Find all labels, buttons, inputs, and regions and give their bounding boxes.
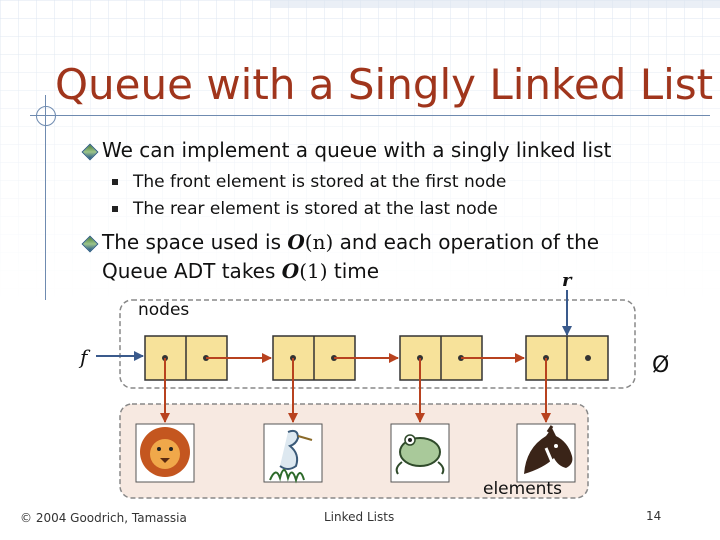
frog-icon bbox=[390, 423, 450, 483]
bullet-1-sub-2: The rear element is stored at the last n… bbox=[133, 199, 498, 219]
big-o-1: O(1) bbox=[281, 259, 328, 283]
left-rule bbox=[45, 95, 46, 300]
horse-icon bbox=[516, 423, 576, 483]
bullet-2-line-1: The space used is O(n) and each operatio… bbox=[102, 230, 599, 254]
lion-icon bbox=[135, 423, 195, 483]
bullet-1: We can implement a queue with a singly l… bbox=[102, 138, 612, 162]
bullet-2-text: The space used is bbox=[102, 230, 282, 254]
bullet-2-text-mid: and each operation of the bbox=[339, 230, 600, 254]
rear-label: r bbox=[562, 270, 572, 291]
null-symbol: Ø bbox=[652, 353, 670, 378]
bullet-2-text-post: time bbox=[333, 259, 380, 283]
list-node bbox=[525, 335, 609, 381]
front-label: f bbox=[80, 345, 88, 369]
page-number: 14 bbox=[646, 509, 662, 523]
rule-circle bbox=[36, 106, 56, 126]
bullet-2-line-2: Queue ADT takes O(1) time bbox=[102, 259, 379, 283]
elements-label: elements bbox=[483, 479, 562, 499]
square-bullet-icon bbox=[112, 179, 118, 185]
heron-icon bbox=[263, 423, 323, 484]
big-o-n: O(n) bbox=[287, 230, 334, 254]
title-rule bbox=[30, 115, 710, 116]
footer-title: Linked Lists bbox=[324, 510, 395, 524]
elements-container bbox=[119, 403, 589, 499]
slide-title: Queue with a Singly Linked List bbox=[55, 60, 714, 109]
nodes-label: nodes bbox=[138, 300, 190, 320]
bullet-2-text-2: Queue ADT takes bbox=[102, 259, 276, 283]
footer-copyright: © 2004 Goodrich, Tamassia bbox=[20, 511, 187, 525]
square-bullet-icon bbox=[112, 206, 118, 212]
bullet-1-sub-1: The front element is stored at the first… bbox=[133, 172, 507, 192]
